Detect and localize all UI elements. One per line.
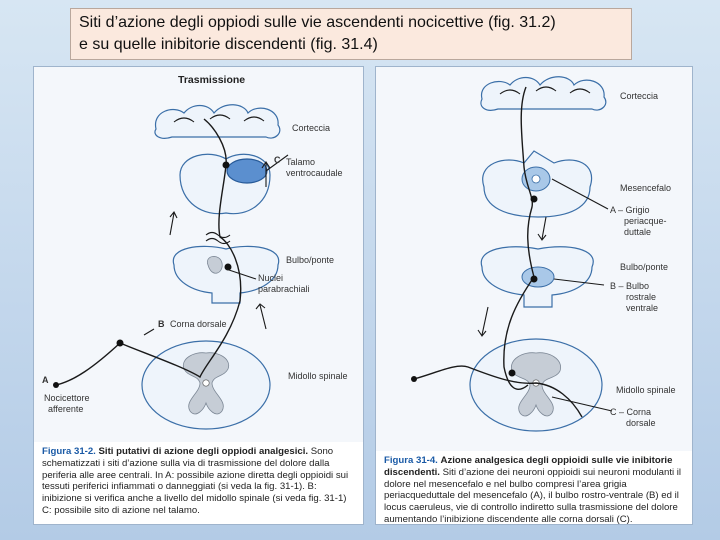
neuron-dorsal-horn-right — [508, 369, 516, 377]
pons-medulla-shape — [172, 245, 280, 304]
slide-title-line-1: Siti d’azione degli oppiodi sulle vie as… — [79, 14, 556, 31]
figure-31-2-caption: Figura 31-2. Siti putativi di azione deg… — [34, 442, 363, 524]
figure-31-4-title: Azione analgesica degli oppioidi sulle v… — [384, 455, 673, 478]
rostral-ventral-medulla — [521, 266, 555, 288]
label-c-corna-2: dorsale — [626, 418, 656, 428]
label-b-bulbo-2: rostrale — [626, 292, 657, 302]
slide-title-box: Siti d’azione degli oppiodi sulle vie as… — [70, 8, 632, 60]
axon-break-mark — [205, 231, 231, 245]
ascending-arrow-1 — [261, 161, 271, 187]
neuron-dorsal-horn — [116, 339, 124, 347]
label-nuclei-1: Nuclei — [258, 273, 284, 283]
label-a-letter: A — [42, 375, 49, 385]
figure-31-2-title: Siti putativi di azione degli oppiodi an… — [98, 446, 309, 457]
label-c-letter: C — [274, 155, 281, 165]
label-corna-dorsale: Corna dorsale — [170, 319, 227, 329]
thalamus-ventrocaudal-nucleus — [226, 158, 268, 184]
label-b-bulbo-1: B – Bulbo — [610, 281, 650, 291]
slide-title-line-2: e su quelle inibitorie discendenti (fig.… — [79, 36, 378, 53]
figure-31-2-text: Sono schematizzati i siti d’azione sulla… — [42, 446, 349, 516]
label-c-corna-1: C – Corna — [610, 407, 652, 417]
label-midollo-spinale-right: Midollo spinale — [616, 385, 676, 395]
cortex-shape — [154, 104, 281, 139]
afferent-pathway — [413, 365, 583, 418]
label-bulbo-ponte: Bulbo/ponte — [286, 255, 335, 265]
figure-31-4-text: Siti d’azione dei neuroni oppioidi sui n… — [384, 466, 682, 525]
label-nocicettore-1: Nocicettore — [44, 393, 90, 403]
label-a-grigio-3: duttale — [624, 227, 652, 237]
figure-31-4-label: Figura 31-4. — [384, 455, 438, 466]
figure-31-4-diagram — [411, 76, 613, 432]
figure-31-4-panel: Corteccia Mesencefalo A – Grigio periacq… — [375, 66, 693, 525]
neuron-thalamus — [222, 161, 230, 169]
label-thalamus-1: Talamo — [286, 157, 316, 167]
figure-31-2-diagram — [53, 104, 289, 430]
descending-arrow-1 — [537, 216, 547, 241]
central-canal — [202, 379, 210, 387]
figure-31-2-label: Figura 31-2. — [42, 446, 96, 457]
label-b-bulbo-3: ventrale — [626, 303, 659, 313]
neuron-rvm — [530, 275, 538, 283]
parabrachial-nucleus — [206, 256, 223, 274]
label-mesencefalo: Mesencefalo — [620, 183, 672, 193]
neuron-pag — [530, 195, 538, 203]
transmission-heading: Trasmissione — [178, 74, 246, 86]
figure-31-2-panel: Trasmissione Corteccia C Talamo ventroca… — [33, 66, 364, 525]
descending-pathway — [503, 86, 535, 390]
ascending-arrow-2 — [255, 303, 267, 330]
descending-arrow-2 — [477, 306, 489, 337]
neuron-nociceptor-end — [53, 382, 59, 388]
label-cortex-right: Corteccia — [620, 91, 659, 101]
cortex-shape-right — [480, 76, 607, 111]
label-b-letter: B — [158, 319, 165, 329]
label-nuclei-2: parabrachiali — [258, 284, 310, 294]
label-midollo-spinale: Midollo spinale — [288, 371, 348, 381]
label-nocicettore-2: afferente — [48, 404, 84, 414]
figure-31-4-caption: Figura 31-4. Azione analgesica degli opp… — [376, 451, 692, 524]
label-cortex: Corteccia — [292, 123, 331, 133]
label-bulbo-ponte-right: Bulbo/ponte — [620, 262, 669, 272]
label-thalamus-2: ventrocaudale — [286, 168, 343, 178]
neuron-afferent-end — [411, 376, 417, 382]
label-a-grigio-1: A – Grigio — [610, 205, 650, 215]
label-a-grigio-2: periacque- — [624, 216, 667, 226]
ascending-arrow-3 — [169, 210, 178, 236]
